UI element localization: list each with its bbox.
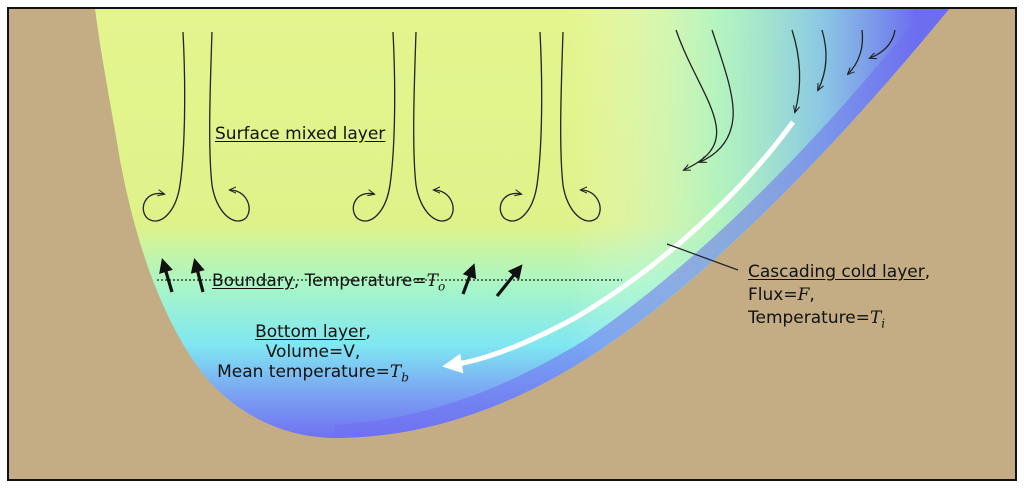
- cascading-temperature-symbol: Ti: [869, 308, 886, 331]
- convection-plumes: [142, 29, 896, 222]
- cascading-flux-suffix: ,: [809, 285, 815, 305]
- bottom-layer-temperature-symbol: Tb: [389, 362, 409, 385]
- bottom-layer-volume: Volume=V,: [265, 342, 361, 362]
- upward-arrows: [159, 258, 523, 298]
- boundary-label: Boundary, Temperature=To: [212, 271, 445, 296]
- cascading-flux-symbol: F: [797, 285, 810, 305]
- surface-mixed-layer-label: Surface mixed layer: [215, 124, 386, 144]
- cascading-cold-layer-separator: ,: [924, 262, 931, 282]
- bottom-layer-mean-temperature-text: Mean temperature=: [217, 362, 390, 382]
- cascading-leader-line: [666, 243, 739, 271]
- cascading-cold-layer-label: Cascading cold layer, Flux=F, Temperatur…: [748, 262, 930, 333]
- cascading-cold-layer-name: Cascading cold layer: [748, 262, 925, 282]
- bottom-layer-label: Bottom layer, Volume=V, Mean temperature…: [208, 322, 418, 387]
- bottom-layer-name: Bottom layer: [255, 322, 366, 342]
- cascade-arrow: [442, 120, 796, 374]
- figure-border: [7, 7, 1017, 481]
- cascading-temperature-text: Temperature=: [748, 308, 870, 328]
- bottom-layer-separator: ,: [365, 322, 371, 342]
- cascading-flux-text: Flux=: [748, 285, 798, 305]
- boundary-temperature-symbol: To: [426, 271, 446, 294]
- boundary-temperature-text: Temperature=: [299, 271, 427, 291]
- boundary-name: Boundary: [212, 271, 294, 291]
- boundary-separator: ,: [293, 271, 300, 291]
